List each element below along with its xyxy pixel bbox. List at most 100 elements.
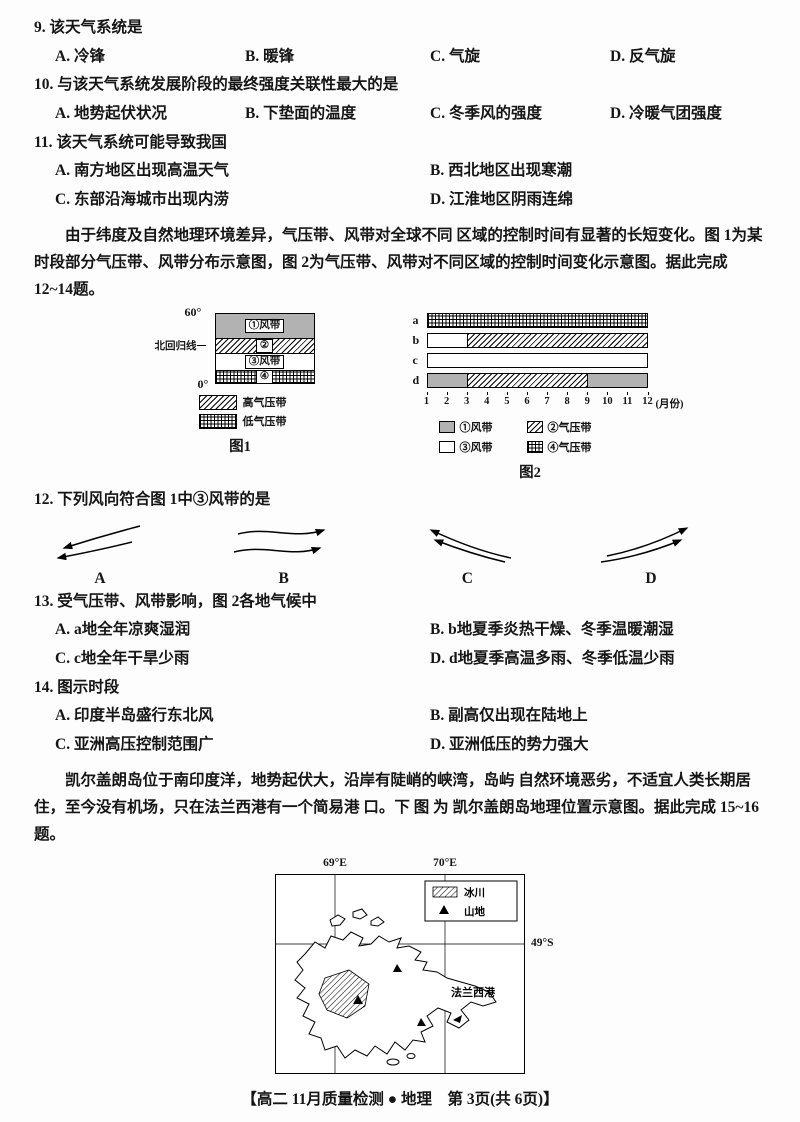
- question-10-stem: 10. 与该天气系统发展阶段的最终强度关联性最大的是: [34, 76, 399, 94]
- legend-mountain-label: 山地: [464, 905, 485, 918]
- figure-1-caption: 图1: [229, 439, 251, 456]
- wind-band-3: ③风带: [215, 353, 314, 371]
- option: D. 江淮地区阴雨连绵: [430, 191, 573, 209]
- band-label: ③风带: [244, 355, 285, 370]
- wind-option-a: A: [40, 518, 160, 588]
- chart-row: c: [413, 353, 648, 369]
- row-bar: [426, 373, 648, 389]
- pressure-band-4-swatch: [526, 441, 543, 454]
- row-bar: [426, 313, 648, 329]
- port-arrow-icon: [453, 1015, 462, 1024]
- question-11-options: A. 南方地区出现高温天气 B. 西北地区出现寒潮 C. 东部沿海城市出现内涝 …: [34, 157, 766, 214]
- mountain-legend-icon: [439, 905, 449, 915]
- option-letter: C: [461, 569, 473, 587]
- wind-option-d: D: [591, 518, 711, 588]
- option: C. 气旋: [430, 47, 480, 65]
- option: D. 反气旋: [610, 47, 676, 65]
- question-14-options: A. 印度半岛盛行东北风 B. 副高仅出现在陆地上 C. 亚洲高压控制范围广 D…: [34, 702, 766, 759]
- passage-2: 凯尔盖朗岛位于南印度洋，地势起伏大，沿岸有陡峭的峡湾，岛屿 自然环境恶劣，不适宜…: [34, 771, 759, 844]
- glacier-area: [318, 969, 370, 1019]
- question-13-options: A. a地全年凉爽湿润 B. b地夏季炎热干燥、冬季温暖潮湿 C. c地全年干旱…: [34, 616, 766, 673]
- port-label: 法兰西港: [451, 985, 496, 999]
- islet: [352, 908, 368, 920]
- question-10-options: A. 地势起伏状况 B. 下垫面的温度 C. 冬季风的强度 D. 冷暖气团强度: [34, 100, 766, 129]
- chart-row: d: [412, 373, 648, 389]
- latitude-60-label: 60°: [184, 305, 202, 320]
- islet: [386, 1058, 400, 1066]
- row-label: a: [412, 313, 419, 328]
- legend-label: ③风带: [459, 442, 493, 455]
- pressure-band-4: ④: [215, 370, 314, 385]
- legend-label: 低气压带: [242, 416, 287, 429]
- wind-arrows-east-icon: [233, 528, 326, 554]
- wind-direction-options: A B C D: [34, 515, 766, 588]
- mountain-icon: [353, 995, 363, 1005]
- islet: [370, 916, 385, 927]
- longitude-69e-label: 69°E: [323, 857, 347, 870]
- option: B. 西北地区出现寒潮: [430, 162, 573, 180]
- legend-glacier-label: 冰川: [464, 886, 485, 899]
- question-13-stem: 13. 受气压带、风带影响，图 2各地气候中: [34, 592, 317, 610]
- option: A. 地势起伏状况: [55, 105, 167, 123]
- chart-row: b: [412, 333, 648, 349]
- tropic-of-cancer-label: 北回归线: [155, 338, 206, 353]
- wind-band-3-swatch: [438, 441, 455, 454]
- figures-row: 60° 北回归线 0° ①风带 ② ③风带 ④ 高气压带 低气压带 图1 a b: [34, 305, 766, 482]
- band-label: ①风带: [244, 319, 285, 334]
- option: D. 亚洲低压的势力强大: [430, 736, 589, 754]
- option: A. 冷锋: [55, 47, 105, 65]
- wind-band-1: ①风带: [215, 314, 314, 339]
- option: D. 冷暖气团强度: [610, 105, 722, 123]
- mountain-icon: [417, 1018, 426, 1027]
- row-label: d: [412, 373, 420, 388]
- legend-label: ④气压带: [547, 442, 592, 455]
- band-label: ②: [255, 339, 274, 354]
- row-bar: [426, 333, 648, 349]
- wind-band-1-swatch: [438, 421, 455, 434]
- kerguelen-map-svg: 法兰西港 冰川 山地: [275, 874, 525, 1075]
- wind-arrows-sw-icon: [56, 525, 141, 560]
- wind-option-b: B: [224, 518, 344, 588]
- figure-1-legend: 高气压带 低气压带: [198, 394, 328, 429]
- option: A. 南方地区出现高温天气: [55, 162, 229, 180]
- question-14-stem: 14. 图示时段: [34, 678, 120, 696]
- row-label: b: [412, 333, 420, 348]
- row-bar: [426, 353, 648, 369]
- question-11-stem: 11. 该天气系统可能导致我国: [34, 133, 227, 151]
- question-12-stem: 12. 下列风向符合图 1中③风带的是: [34, 491, 271, 509]
- islet: [406, 1053, 416, 1060]
- figure-1: 60° 北回归线 0° ①风带 ② ③风带 ④ 高气压带 低气压带 图1: [153, 305, 328, 456]
- figure-2-legend: ①风带 ②气压带 ③风带 ④气压带: [438, 419, 648, 455]
- low-pressure-swatch: [198, 413, 237, 429]
- latitude-49s-label: 49°S: [531, 937, 554, 950]
- question-9-options: A. 冷锋 B. 暖锋 C. 气旋 D. 反气旋: [34, 43, 766, 72]
- latitude-0-label: 0°: [197, 377, 209, 392]
- option-letter: B: [278, 569, 289, 587]
- option: A. a地全年凉爽湿润: [55, 621, 191, 639]
- band-label: ④: [255, 370, 274, 385]
- option: D. d地夏季高温多雨、冬季低温少雨: [430, 650, 675, 668]
- glacier-swatch: [432, 886, 458, 898]
- chart-row: a: [412, 313, 648, 329]
- kerguelen-island: [294, 931, 497, 1059]
- passage-1: 由于纬度及自然地理环境差异，气压带、风带对全球不同 区域的控制时间有显著的长短变…: [34, 226, 763, 298]
- kerguelen-map-figure: 69°E 70°E 49°S: [275, 857, 554, 1075]
- option: B. b地夏季炎热干燥、冬季温暖潮湿: [430, 621, 674, 639]
- legend-label: ①风带: [459, 422, 493, 435]
- figure-2-caption: 图2: [519, 465, 541, 482]
- option: C. 亚洲高压控制范围广: [55, 736, 214, 754]
- option: A. 印度半岛盛行东北风: [55, 707, 214, 725]
- legend-label: ②气压带: [547, 422, 592, 435]
- option: B. 暖锋: [245, 47, 295, 65]
- question-9-stem: 9. 该天气系统是: [34, 19, 143, 36]
- option: C. 冬季风的强度: [430, 105, 542, 123]
- option: B. 下垫面的温度: [245, 105, 357, 123]
- axis-unit-label: (月份): [655, 399, 684, 411]
- wind-arrows-ne-icon: [600, 527, 689, 563]
- pressure-band-2: ②: [215, 338, 314, 354]
- figure-1-plot: 60° 北回归线 0° ①风带 ② ③风带 ④: [155, 305, 315, 391]
